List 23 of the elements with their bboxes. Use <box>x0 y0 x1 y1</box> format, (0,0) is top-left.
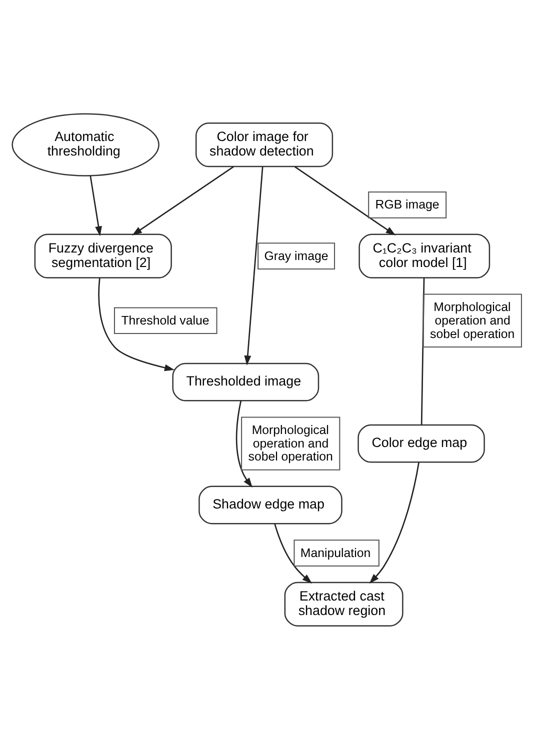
arrow <box>236 400 252 488</box>
edge-label: Manipulation <box>300 545 371 560</box>
node-box: Extracted cast shadow region <box>284 581 404 626</box>
edge-label: Gray image <box>264 248 328 262</box>
node-box: Thresholded image <box>172 362 320 401</box>
edge-label: Morphological operation and sobel operation <box>248 422 333 464</box>
connector <box>420 278 425 424</box>
arrow <box>274 523 312 584</box>
node-ellipse: Automatic thresholding <box>12 112 160 176</box>
arrow <box>244 166 264 365</box>
arrow <box>294 166 396 235</box>
edge-label: Threshold value <box>121 312 210 327</box>
node-box: Shadow edge map <box>198 485 342 524</box>
edge-label: Morphological operation and sobel operation <box>430 299 515 340</box>
node-box: Color edge map <box>358 424 485 462</box>
node-box: Fuzzy divergence segmentation [2] <box>34 233 172 278</box>
arrow <box>369 462 420 584</box>
arrow <box>132 166 234 235</box>
node-box: Color image for shadow detection <box>195 122 334 167</box>
node-box: C₁C₂C₃ invariant color model [1] <box>358 233 490 278</box>
edge-label: RGB image <box>375 197 440 212</box>
arrow <box>98 277 175 371</box>
arrow <box>90 175 102 236</box>
